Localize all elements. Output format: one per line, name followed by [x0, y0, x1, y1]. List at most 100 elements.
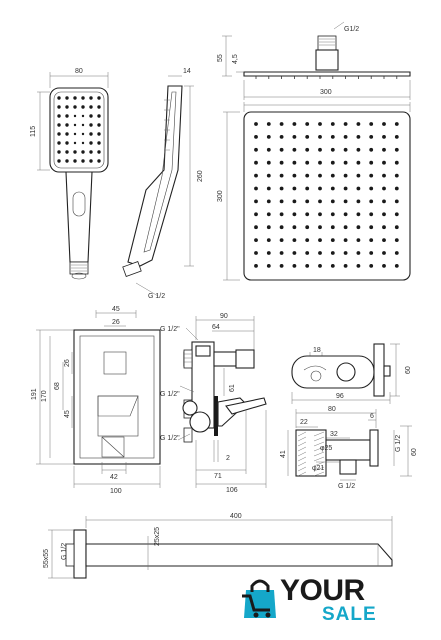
- nozzle-dot: [382, 160, 386, 165]
- nozzle-dot: [318, 122, 322, 126]
- nozzle-dot: [89, 150, 93, 154]
- mixer-box-front-view: 45 26 191 170 68 26 45 42 100: [31, 306, 161, 495]
- elbow-section-view: 80 6 22 32 G 1/2 60 41 φ25 φ21 G 1/2: [280, 406, 418, 490]
- nozzle-dot: [292, 264, 297, 268]
- nozzle-dot: [330, 225, 335, 230]
- nozzle-dot: [305, 212, 310, 217]
- nozzle-dot: [81, 141, 85, 145]
- nozzle-dot: [292, 147, 297, 152]
- nozzle-dot: [382, 212, 386, 217]
- dim-hand-depth: 14: [183, 68, 191, 75]
- nozzle-dot: [318, 251, 322, 255]
- nozzle-dot: [369, 264, 374, 268]
- nozzle-dot: [330, 264, 335, 268]
- nozzle-dot: [254, 186, 258, 191]
- nozzle-dot: [279, 238, 284, 243]
- nozzle-dot: [266, 147, 271, 152]
- nozzle-dot: [97, 123, 101, 127]
- nozzle-dot: [356, 135, 361, 139]
- dim-elbow-6: 6: [370, 413, 374, 420]
- nozzle-dot: [89, 159, 93, 163]
- nozzle-dot: [343, 186, 348, 191]
- hatch-line: [297, 436, 307, 442]
- dim-head-plate: 4,5: [232, 54, 239, 64]
- nozzle-dot: [369, 212, 374, 217]
- nozzle-dot: [382, 199, 386, 204]
- nozzle-dot: [266, 264, 271, 268]
- nozzle-dot: [394, 160, 399, 165]
- hatch-line: [313, 471, 325, 477]
- nozzle-dot: [292, 135, 297, 139]
- nozzle-dot: [369, 122, 374, 126]
- nozzle-dot: [305, 186, 310, 191]
- nozzle-dot: [369, 225, 374, 230]
- dim-head-thread: G1/2: [344, 26, 359, 33]
- hatch-line: [313, 456, 325, 462]
- dim-head-height: 55: [217, 54, 224, 62]
- nozzle-dot: [330, 199, 335, 204]
- nozzle-dot: [279, 199, 284, 204]
- nozzle-dot: [292, 225, 297, 230]
- nozzle-dot: [394, 251, 399, 255]
- nozzle-dot: [394, 173, 399, 178]
- nozzle-dot: [343, 122, 348, 126]
- nozzle-dot: [89, 123, 93, 127]
- hatch-line: [313, 436, 325, 442]
- hatch-line: [313, 431, 325, 437]
- dim-head-width-side: 300: [320, 89, 332, 96]
- nozzle-dot: [382, 225, 386, 230]
- dim-arm-length: 400: [230, 513, 242, 520]
- nozzle-dot: [266, 212, 271, 217]
- nozzle-dot: [57, 123, 61, 127]
- hatch-line: [297, 431, 307, 437]
- nozzle-dot: [254, 173, 258, 178]
- logo-text-sale: SALE: [322, 604, 377, 625]
- nozzle-dot: [279, 147, 284, 152]
- hatch-line: [313, 466, 325, 472]
- nozzle-dot: [57, 141, 61, 145]
- nozzle-dot: [305, 264, 310, 268]
- nozzle-dot: [330, 135, 335, 139]
- nozzle-dot: [266, 135, 271, 139]
- dim-mixer-thread3: G 1/2": [160, 435, 180, 442]
- hatch-line: [313, 451, 325, 457]
- nozzle-dot: [356, 173, 361, 178]
- dim-mixer-depth: 61: [229, 384, 236, 392]
- nozzle-dot: [318, 225, 322, 230]
- nozzle-dot: [343, 251, 348, 255]
- nozzle-dot: [330, 173, 335, 178]
- nozzle-dot: [81, 105, 85, 109]
- nozzle-dot: [382, 135, 386, 139]
- nozzle-dot: [305, 135, 310, 139]
- dim-box-h5: 45: [64, 410, 71, 418]
- nozzle-dot: [254, 122, 258, 126]
- nozzle-dot: [65, 114, 69, 118]
- dim-hand-head-height: 115: [30, 126, 37, 137]
- dim-mixer-71: 71: [214, 473, 222, 480]
- nozzle-dot: [65, 141, 69, 145]
- dim-elbow-60: 60: [411, 448, 418, 456]
- nozzle-dot: [279, 135, 284, 139]
- nozzle-dot: [330, 186, 335, 191]
- nozzle-dot: [369, 238, 374, 243]
- dim-mixer-thread1: G 1/2": [160, 326, 180, 333]
- nozzle-dot: [81, 159, 85, 163]
- hatch-line: [313, 441, 325, 447]
- nozzle-dot: [343, 160, 348, 165]
- nozzle-dot: [369, 147, 374, 152]
- nozzle-dot: [394, 212, 399, 217]
- nozzle-dot: [57, 96, 61, 100]
- nozzle-dot: [305, 238, 310, 243]
- nozzle-dot: [266, 173, 271, 178]
- dim-elbow-phi21: φ21: [312, 465, 324, 472]
- shopping-bag-icon: [242, 579, 276, 618]
- nozzle-dot: [305, 199, 310, 204]
- nozzle-dot: [81, 132, 85, 136]
- nozzle-dot: [81, 150, 85, 154]
- nozzle-dot: [97, 114, 101, 118]
- nozzle-dot: [73, 141, 77, 145]
- hatch-line: [297, 461, 307, 467]
- nozzle-dot: [292, 160, 297, 165]
- nozzle-dot: [279, 225, 284, 230]
- mixer-side-view: 90 64 G 1/2" 61 G 1/2" G 1/2" 2 71: [160, 313, 267, 494]
